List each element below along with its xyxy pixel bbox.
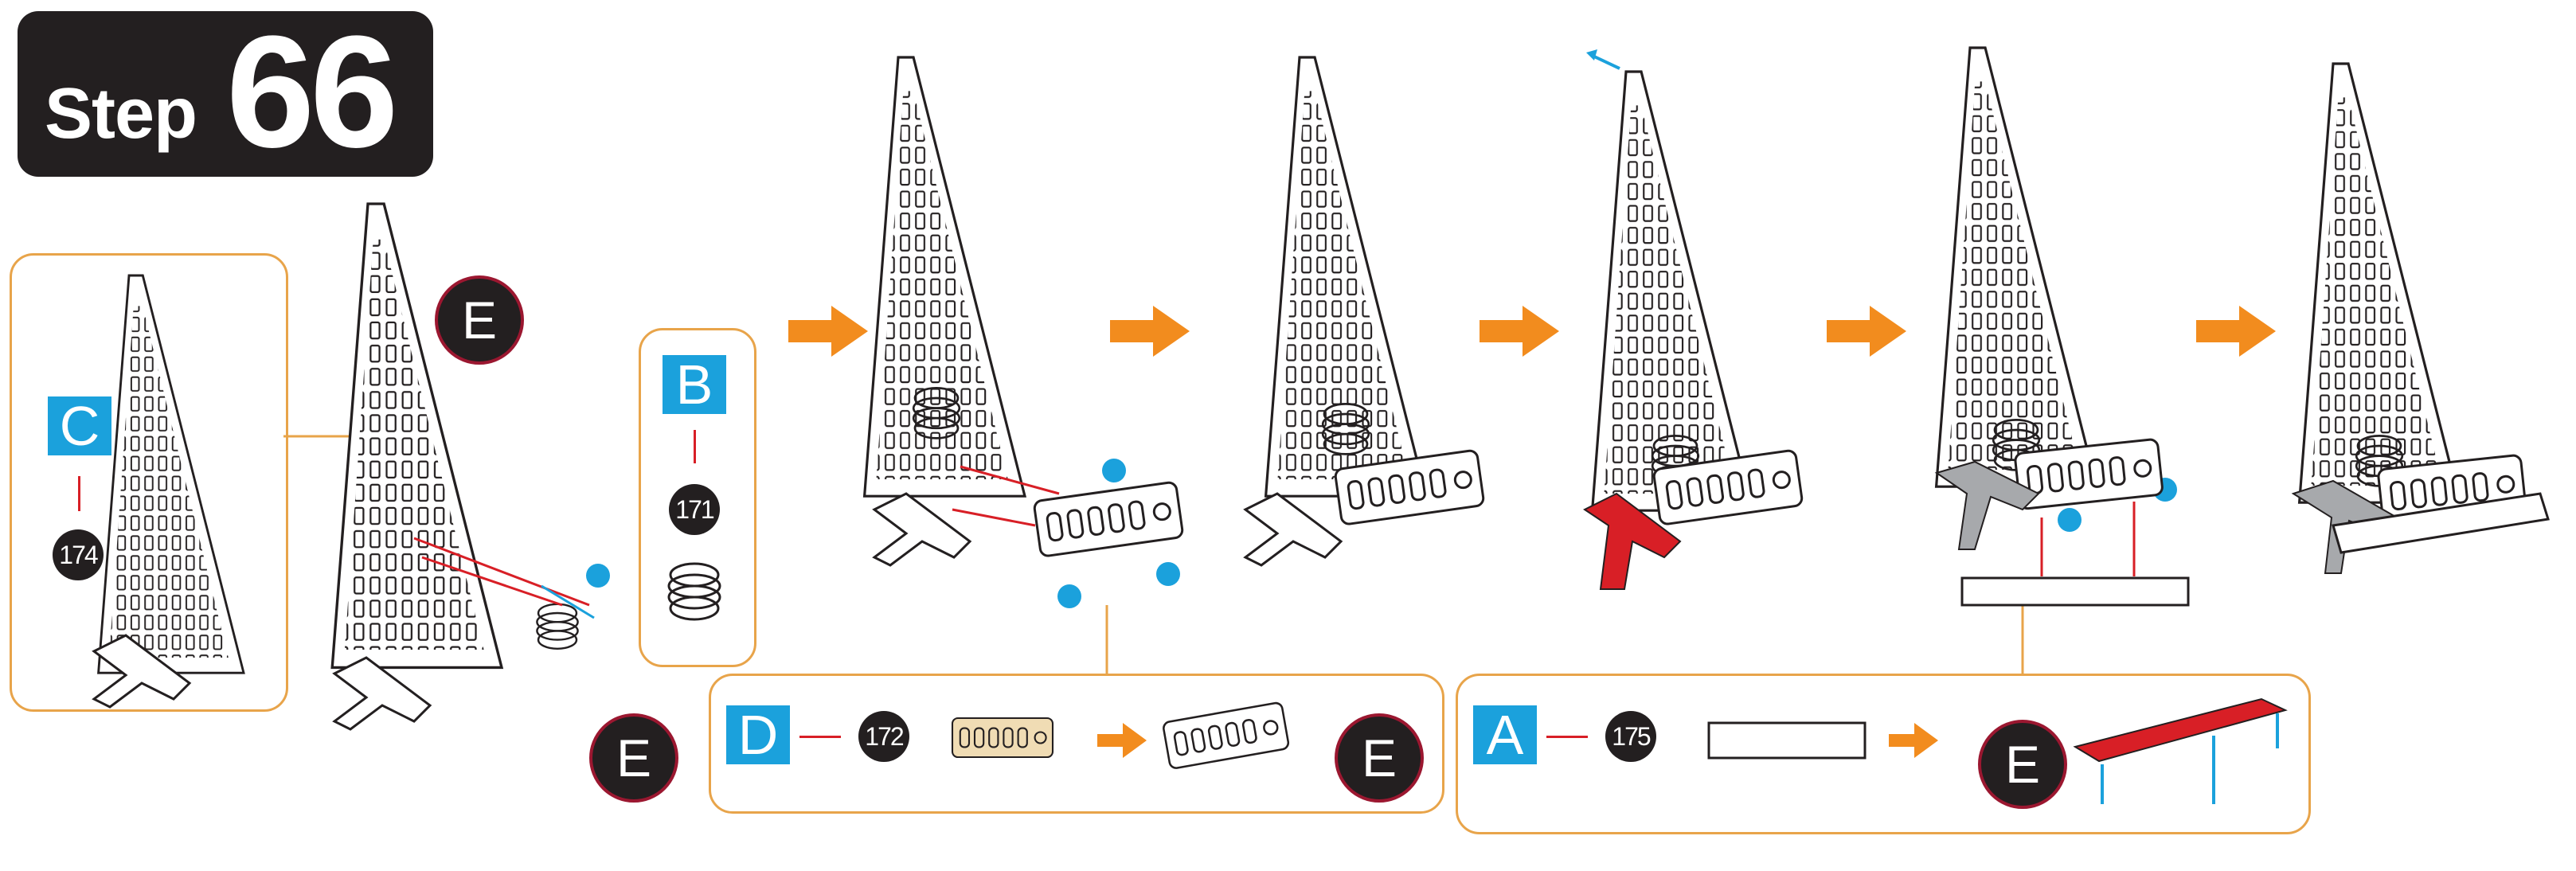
- line-art: [0, 0, 2576, 871]
- assembly-diagram: Step 66 C 174 B 171 D 172 A 175 E E E E: [0, 0, 2576, 871]
